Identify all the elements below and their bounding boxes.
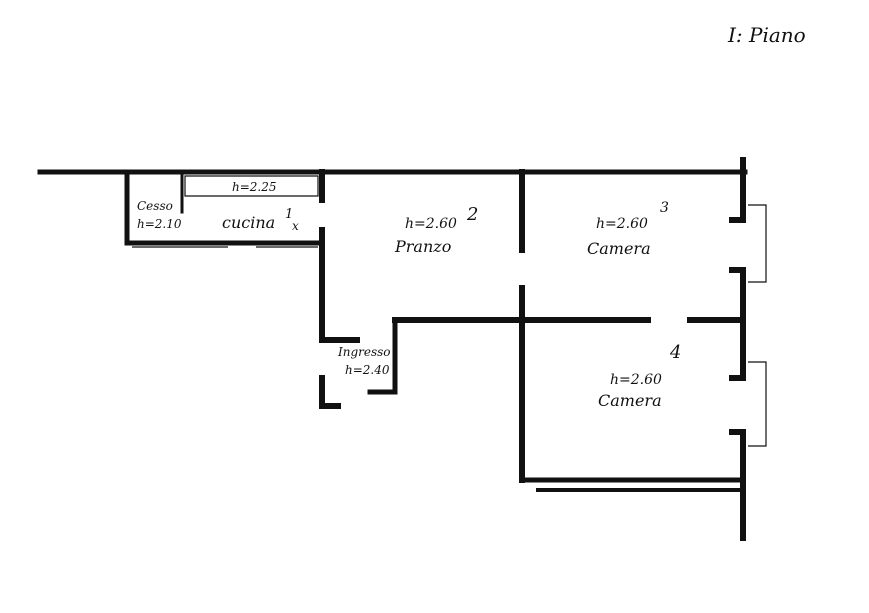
wall-cucina-pranzo-2 (319, 227, 360, 343)
room-height-ingresso: h=2.40 (345, 363, 390, 377)
room-name-camera4: Camera (598, 391, 662, 410)
room-number-camera3: 3 (660, 200, 669, 216)
room-number-pranzo: 2 (466, 204, 478, 225)
room-height-cucina: h=2.25 (232, 180, 277, 194)
room-name-pranzo: Pranzo (394, 237, 451, 256)
room-height-cesso: h=2.10 (137, 217, 182, 231)
window-frame-camera3 (748, 204, 767, 283)
exterior-wall-right-1 (729, 157, 746, 223)
window-frame-camera4 (748, 361, 767, 447)
exterior-wall-right-3 (729, 429, 746, 541)
exterior-wall-right-2 (729, 267, 746, 381)
room-height-camera4: h=2.60 (610, 372, 662, 388)
room-height-camera3: h=2.60 (596, 216, 648, 232)
plan-title: I: Piano (727, 23, 806, 47)
walls (37, 157, 767, 541)
room-name-cucina: cucina (222, 213, 275, 232)
room-name-ingresso: Ingresso (337, 345, 391, 359)
room-name-camera3: Camera (587, 239, 651, 258)
wall-ingresso-left (319, 375, 341, 409)
cucina-counter (184, 175, 319, 197)
room-height-pranzo: h=2.60 (405, 216, 457, 232)
wall-ingresso-right (367, 317, 398, 395)
room-number-camera4: 4 (669, 342, 681, 363)
room-number-suffix-cucina: x (292, 219, 299, 233)
wall-cesso-outer (124, 169, 321, 246)
room-name-cesso: Cesso (137, 199, 173, 213)
room-number-cucina: 1 (285, 207, 293, 222)
